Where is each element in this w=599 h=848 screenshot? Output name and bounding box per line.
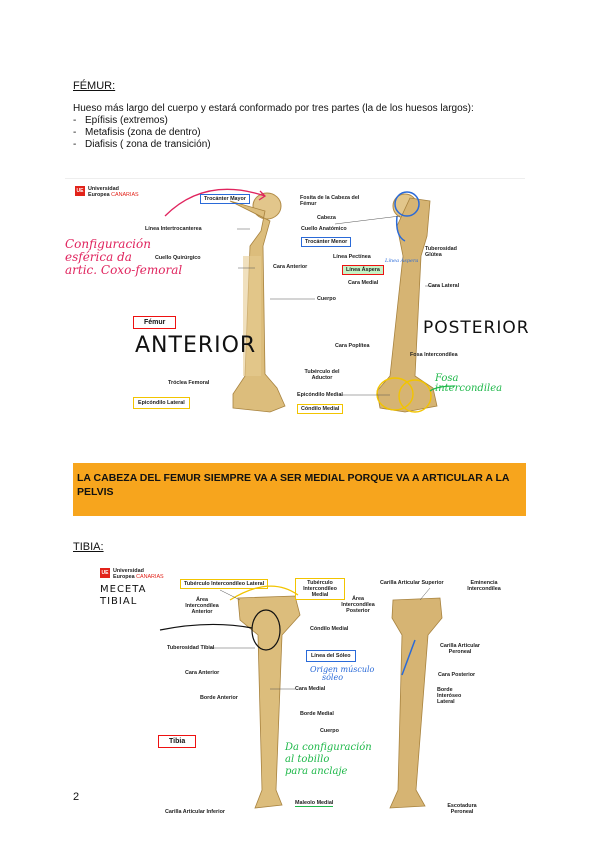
label-condilo-medial: Cóndilo Medial xyxy=(310,626,349,632)
label-tuberosidad-tibial: Tuberosidad Tibial xyxy=(167,645,215,651)
university-logo: UE Universidad Europea CANARIAS xyxy=(100,568,164,580)
label-tuberosidad-glutea: Tuberosidad Glútea xyxy=(425,246,457,258)
red-arrow-line xyxy=(164,188,266,217)
label-tuberculo-intercondileo-lateral: Tubérculo Intercondíleo Lateral xyxy=(180,579,269,589)
page-number: 2 xyxy=(73,791,80,803)
anterior-femur-drawing xyxy=(229,192,286,413)
logo-mark: UE xyxy=(100,568,110,578)
list-item: Epífisis (extremos) xyxy=(73,115,211,127)
label-carilla-articular-peroneal: Carilla Articular Peroneal xyxy=(440,643,480,655)
figure-divider xyxy=(65,178,525,179)
label-cara-medial: Cara Medial xyxy=(295,686,326,692)
logo-line1: Universidad xyxy=(113,568,144,574)
label-eminencia-intercondilea: Eminencia Intercondílea xyxy=(467,580,501,592)
green-note: Fosa intercondilea xyxy=(435,373,503,394)
anterior-handwritten: ANTERIOR xyxy=(135,333,257,358)
green-note: Da configuración al tobillo para anclaje xyxy=(285,742,372,777)
label-linea-pectinea: Línea Pectínea xyxy=(333,254,371,260)
posterior-handwritten: POSTERIOR xyxy=(423,318,530,338)
list-item: Diafisis ( zona de transición) xyxy=(73,139,211,151)
blue-note: Línea Áspera xyxy=(385,258,419,264)
femur-tag: Fémur xyxy=(133,316,177,329)
tibia-figure: UE Universidad Europea CANARIAS Tubércul… xyxy=(90,560,522,822)
label-troclea-femoral: Tróclea Femoral xyxy=(168,380,210,386)
label-cara-poplitea: Cara Poplítea xyxy=(335,343,370,349)
femur-head-banner: LA CABEZA DEL FEMUR SIEMPRE VA A SER MED… xyxy=(73,463,526,516)
logo-line2: Europea xyxy=(113,574,135,580)
label-fosita: Fosita de la Cabeza del Fémur xyxy=(300,195,360,207)
label-cara-posterior: Cara Posterior xyxy=(438,672,476,678)
femur-bullet-list: Epífisis (extremos) Metafisis (zona de d… xyxy=(73,115,211,151)
logo-mark: UE xyxy=(75,186,85,196)
label-epicondilo-lateral: Epicóndilo Lateral xyxy=(133,397,190,409)
tibia-tag: Tibia xyxy=(158,735,197,748)
label-condilo-medial: Cóndilo Medial xyxy=(297,404,344,414)
femur-heading: FÉMUR: xyxy=(73,80,116,92)
logo-sub: CANARIAS xyxy=(136,574,164,580)
label-borde-interoseo: Borde Interóseo Lateral xyxy=(437,687,462,705)
label-cara-lateral: Cara Lateral xyxy=(428,283,460,289)
label-area-intercondilea-anterior: Área Intercondílea Anterior xyxy=(185,597,219,615)
femur-intro: Hueso más largo del cuerpo y estará conf… xyxy=(73,103,474,114)
posterior-femur-drawing xyxy=(376,193,438,413)
label-cara-medial: Cara Medial xyxy=(348,280,379,286)
label-linea-soleo: Línea del Sóleo xyxy=(306,650,356,662)
label-trocanter-mayor: Trocánter Mayor xyxy=(200,194,250,204)
red-note: Configuración esférica da artic. Coxo-fe… xyxy=(65,237,183,277)
label-tuberculo-aductor: Tubérculo del Aductor xyxy=(304,369,340,381)
label-fosa-intercondilea: Fosa Intercondílea xyxy=(410,352,458,358)
label-carilla-articular-superior: Carilla Articular Superior xyxy=(380,580,444,586)
femur-figure: UE Universidad Europea CANARIAS xyxy=(65,176,529,421)
list-item: Metafisis (zona de dentro) xyxy=(73,127,211,139)
blue-note: Origen músculo sóleo xyxy=(310,665,375,682)
label-cuerpo: Cuerpo xyxy=(320,728,339,734)
label-cabeza: Cabeza xyxy=(317,215,336,221)
label-area-intercondilea-posterior: Área Intercondílea Posterior xyxy=(341,596,375,614)
label-tuberculo-intercondileo-medial: Tubérculo Intercondíleo Medial xyxy=(295,578,345,600)
posterior-tibia-drawing xyxy=(389,597,443,809)
label-borde-anterior: Borde Anterior xyxy=(200,695,238,701)
tibia-bones-illustration xyxy=(159,585,443,809)
label-cuerpo: Cuerpo xyxy=(317,296,336,302)
label-trocanter-menor: Trocánter Menor xyxy=(301,237,352,247)
label-linea-intertrocanterea: Línea Intertrocanterea xyxy=(145,226,202,232)
label-epicondilo-medial: Epicóndilo Medial xyxy=(297,392,343,398)
black-note: MECETA TIBIAL xyxy=(100,584,147,607)
university-logo: UE Universidad Europea CANARIAS xyxy=(75,186,139,198)
label-maleolo-medial: Maleolo Medial xyxy=(295,800,334,807)
label-carilla-articular-inferior: Carilla Articular Inferior xyxy=(165,809,226,815)
femur-bones-illustration xyxy=(164,188,456,413)
tibia-heading: TIBIA: xyxy=(73,541,104,553)
label-linea-aspera: Línea Áspera xyxy=(342,265,384,275)
logo-line1: Universidad xyxy=(88,186,119,192)
logo-line2: Europea xyxy=(88,192,110,198)
label-cara-anterior: Cara Anterior xyxy=(185,670,220,676)
label-cuello-quirurgico: Cuello Quirúrgico xyxy=(155,255,201,261)
logo-sub: CANARIAS xyxy=(111,192,139,198)
label-cara-anterior: Cara Anterior xyxy=(273,264,308,270)
label-cuello-anatomico: Cuello Anatómico xyxy=(301,226,347,232)
label-borde-medial: Borde Medial xyxy=(300,711,334,717)
label-escotadura-peroneal: Escotadura Peroneal xyxy=(447,803,477,815)
